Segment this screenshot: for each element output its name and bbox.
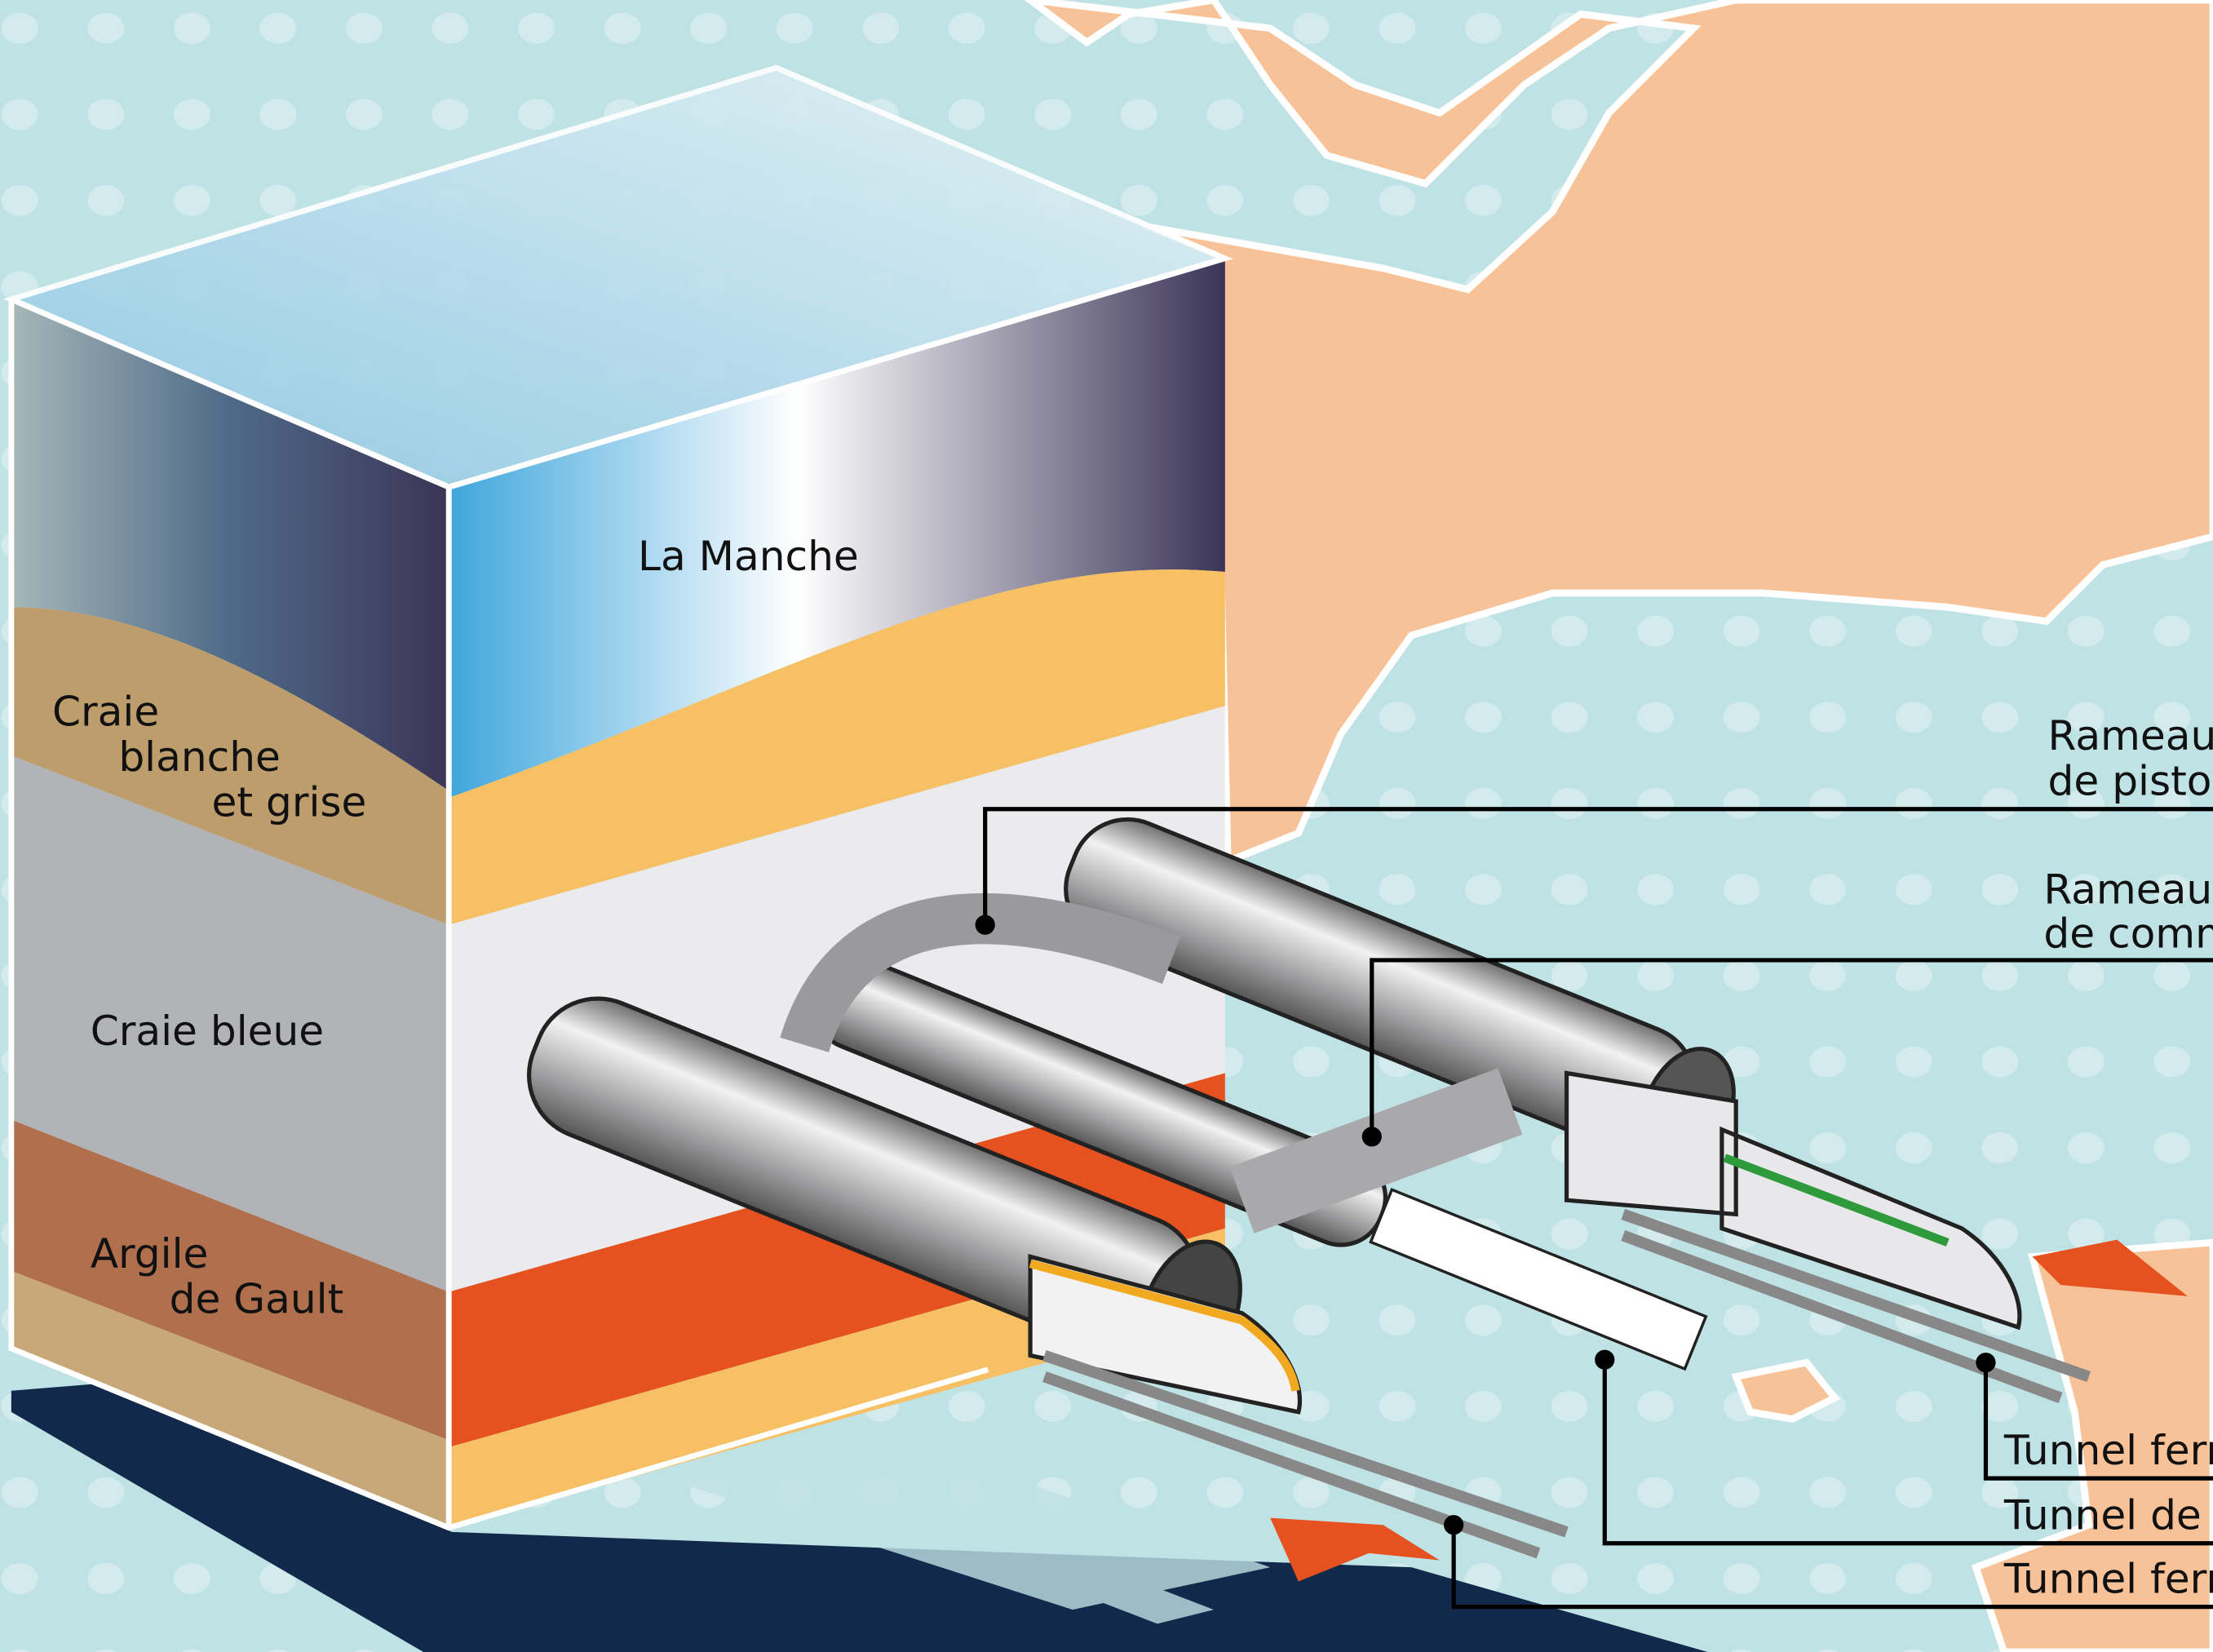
- rameau-piston: [780, 893, 1181, 1053]
- land-england: [1024, 0, 2213, 867]
- land-france: [1971, 1238, 2213, 1652]
- train-eurostar-stripe: [1029, 1260, 1300, 1392]
- layer-argile-left: [11, 1119, 449, 1441]
- train-shuttle: [1564, 1070, 2022, 1331]
- left-water: [11, 299, 449, 791]
- label-craie-blanche-1: Craie: [52, 688, 159, 736]
- callout-dots: [975, 915, 1996, 1535]
- block-outline: [8, 255, 1226, 1531]
- arrow-direction-north: [2032, 1239, 2188, 1296]
- layer-craie-bleue-left: [11, 755, 449, 1292]
- callout-tunnel-ferro-1: Tunnel ferro: [2003, 1426, 2213, 1474]
- callout-rameau-piston-1: Rameau: [2048, 711, 2213, 760]
- rameau-communication: [1229, 1068, 1523, 1233]
- base-shadow: [11, 1376, 1708, 1652]
- island: [1731, 1358, 1841, 1423]
- label-argile-2: de Gault: [170, 1275, 344, 1323]
- label-craie-bleue: Craie bleue: [91, 1007, 324, 1055]
- base-stripes: [677, 1440, 1271, 1624]
- right-water: [449, 258, 1225, 798]
- callout-rameau-comm-2: de comm: [2043, 909, 2213, 957]
- label-craie-blanche-3: et grise: [212, 777, 367, 826]
- callout-tunnel-ferro-2: Tunnel ferro: [2003, 1554, 2213, 1602]
- label-craie-blanche-2: blanche: [118, 733, 281, 781]
- callout-tunnel-service: Tunnel de se: [2003, 1490, 2213, 1539]
- label-la-manche: La Manche: [638, 532, 859, 580]
- callout-lines: [983, 807, 2213, 1610]
- layer-orange-right: [449, 569, 1225, 925]
- callout-rameau-piston-2: de piston: [2048, 756, 2213, 804]
- train-shuttle-stripe: [1723, 1154, 1950, 1247]
- layer-craie-blanche-left: [11, 607, 449, 925]
- layer-base-left: [11, 1270, 449, 1528]
- callout-rameau-comm-1: Rameau: [2043, 866, 2212, 914]
- label-argile-1: Argile: [91, 1229, 209, 1278]
